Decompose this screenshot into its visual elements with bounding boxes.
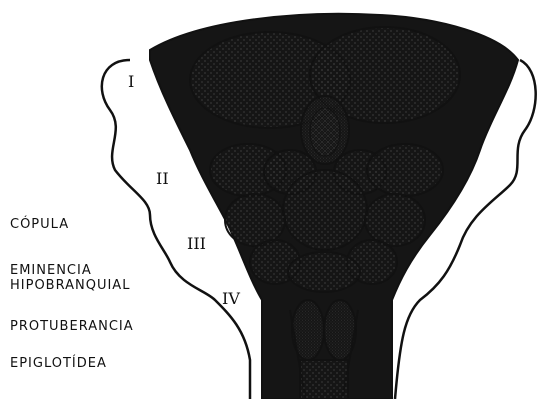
swelling-3-right xyxy=(365,194,425,246)
label-eminencia-line2: HIPOBRANQUIAL xyxy=(10,278,130,293)
arch-label-4: IV xyxy=(222,291,240,307)
copula xyxy=(283,170,367,250)
tuberculum-impar-inner xyxy=(310,108,340,156)
swelling-2-right xyxy=(367,144,443,196)
swelling-3-left xyxy=(225,194,285,246)
label-eminencia-hipobranquial: EMINENCIA HIPOBRANQUIAL xyxy=(10,263,130,293)
trachea xyxy=(300,360,348,399)
hypobranchial-eminence xyxy=(288,252,360,292)
arch-label-1: I xyxy=(128,74,134,90)
label-eminencia-line1: EMINENCIA xyxy=(10,263,130,278)
arch-label-3: III xyxy=(187,236,206,252)
label-protuberancia: PROTUBERANCIA xyxy=(10,319,134,334)
label-epiglotidea: EPIGLOTÍDEA xyxy=(10,356,107,371)
label-copula: CÓPULA xyxy=(10,217,69,232)
arch-label-2: II xyxy=(156,171,169,187)
